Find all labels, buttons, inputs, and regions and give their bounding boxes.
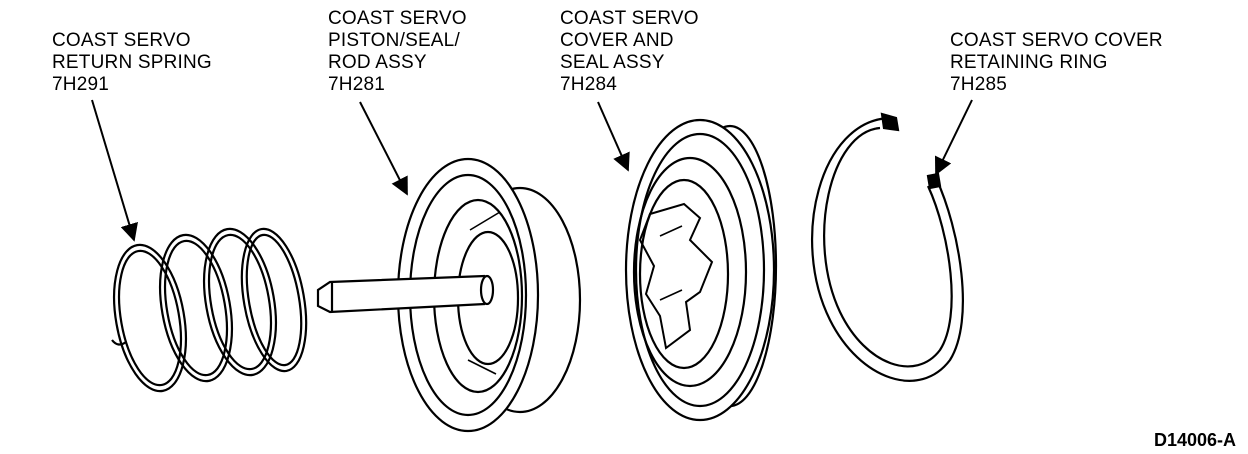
label-piston-line-1: COAST SERVO — [328, 8, 467, 29]
label-ring-line-1: COAST SERVO COVER — [950, 30, 1163, 51]
return-spring — [111, 227, 308, 393]
label-return-spring-line-2: RETURN SPRING — [52, 52, 212, 73]
label-piston-part-number: 7H281 — [328, 74, 385, 95]
label-cover-line-2: COVER AND — [560, 30, 674, 51]
label-return-spring-line-1: COAST SERVO — [52, 30, 191, 51]
leader-line-cover — [597, 101, 630, 172]
label-ring-part-number: 7H285 — [950, 74, 1007, 95]
label-ring-line-2: RETAINING RING — [950, 52, 1108, 73]
label-piston-line-3: ROD ASSY — [328, 52, 427, 73]
label-cover-line-3: SEAL ASSY — [560, 52, 665, 73]
piston-rod-assembly — [316, 157, 582, 433]
figure-id: D14006-A — [1153, 430, 1236, 450]
label-return-spring: COAST SERVO RETURN SPRING 7H291 — [52, 30, 212, 96]
leader-line-ring — [934, 99, 973, 176]
leader-line-piston — [359, 101, 408, 196]
label-return-spring-part-number: 7H291 — [52, 74, 109, 95]
label-retaining-ring: COAST SERVO COVER RETAINING RING 7H285 — [950, 30, 1163, 96]
label-cover-part-number: 7H284 — [560, 74, 617, 95]
label-cover-line-1: COAST SERVO — [560, 8, 699, 29]
label-piston-line-2: PISTON/SEAL/ — [328, 30, 460, 51]
leader-line-spring — [91, 99, 138, 242]
label-cover-assembly: COAST SERVO COVER AND SEAL ASSY 7H284 — [560, 8, 699, 96]
label-piston-assembly: COAST SERVO PISTON/SEAL/ ROD ASSY 7H281 — [328, 8, 467, 96]
cover-seal-assembly — [624, 118, 778, 422]
retaining-ring — [811, 112, 964, 382]
